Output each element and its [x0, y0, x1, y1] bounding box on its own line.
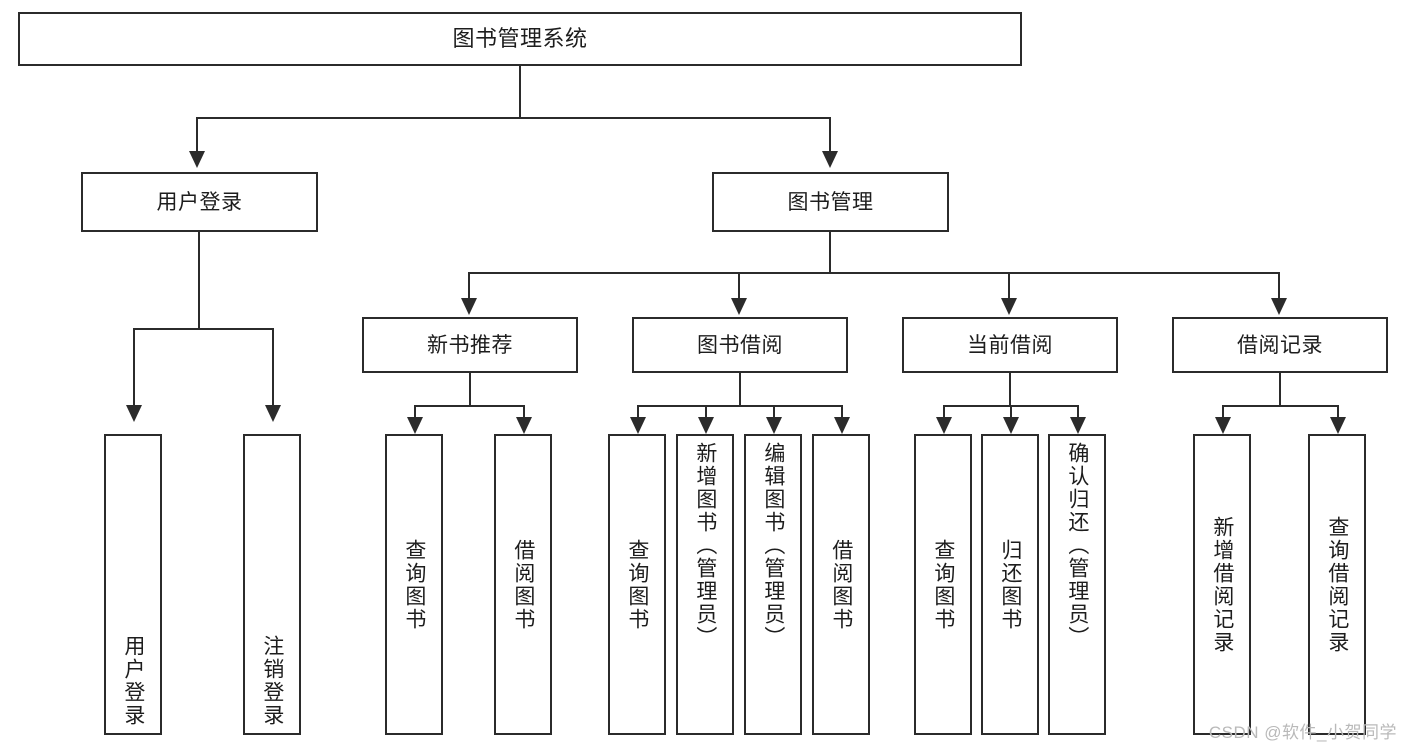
- leaf-book-borrow-edit[interactable]: 编辑图书（管理员）: [744, 434, 802, 735]
- arrow-book-mgmt-to-new-book: [461, 298, 477, 315]
- connector-new-book-bar: [414, 405, 525, 407]
- connector-current-borrow-stem: [1009, 373, 1011, 406]
- connector-user-login-left: [133, 328, 135, 407]
- arrow-new-book-leaf-2: [516, 417, 532, 434]
- connector-book-borrow-bar: [637, 405, 842, 407]
- leaf-book-borrow-borrow[interactable]: 借阅图书: [812, 434, 870, 735]
- connector-root-stem: [519, 66, 521, 118]
- node-label: 借阅图书: [829, 538, 853, 631]
- node-label: 编辑图书（管理员）: [761, 442, 785, 649]
- connector-current-borrow-c1: [943, 405, 945, 419]
- connector-user-login-bar: [133, 328, 274, 330]
- watermark-text: CSDN @软件_小贺同学: [1208, 723, 1397, 742]
- node-label: 当前借阅: [967, 333, 1053, 357]
- arrow-new-book-leaf-1: [407, 417, 423, 434]
- arrow-root-to-user-login: [189, 151, 205, 168]
- node-label: 新书推荐: [427, 333, 513, 357]
- node-borrow-records[interactable]: 借阅记录: [1172, 317, 1388, 373]
- connector-book-mgmt-c2: [738, 272, 740, 300]
- node-user-login[interactable]: 用户登录: [81, 172, 318, 232]
- node-label: 注销登录: [260, 635, 284, 727]
- leaf-current-borrow-confirm-return[interactable]: 确认归还（管理员）: [1048, 434, 1106, 735]
- node-label: 图书借阅: [697, 333, 783, 357]
- node-label: 借阅图书: [511, 538, 535, 631]
- arrow-borrow-records-leaf-2: [1330, 417, 1346, 434]
- arrow-book-borrow-leaf-4: [834, 417, 850, 434]
- arrow-root-to-book-mgmt: [822, 151, 838, 168]
- connector-new-book-l: [414, 405, 416, 419]
- node-label: 借阅记录: [1237, 333, 1323, 357]
- node-label: 确认归还（管理员）: [1065, 442, 1089, 649]
- arrow-book-borrow-leaf-1: [630, 417, 646, 434]
- node-label: 查询借阅记录: [1325, 515, 1349, 654]
- connector-root-bar: [196, 117, 831, 119]
- leaf-book-borrow-query[interactable]: 查询图书: [608, 434, 666, 735]
- node-label: 新增图书（管理员）: [693, 442, 717, 649]
- node-label: 查询图书: [625, 538, 649, 631]
- arrow-book-borrow-leaf-3: [766, 417, 782, 434]
- node-root-system[interactable]: 图书管理系统: [18, 12, 1022, 66]
- connector-root-to-book-mgmt: [829, 117, 831, 153]
- leaf-current-borrow-query[interactable]: 查询图书: [914, 434, 972, 735]
- connector-book-borrow-c3: [773, 405, 775, 419]
- arrow-current-borrow-leaf-3: [1070, 417, 1086, 434]
- connector-book-borrow-c1: [637, 405, 639, 419]
- leaf-borrow-records-query[interactable]: 查询借阅记录: [1308, 434, 1366, 735]
- connector-book-mgmt-c3: [1008, 272, 1010, 300]
- arrow-book-mgmt-to-current-borrow: [1001, 298, 1017, 315]
- connector-book-borrow-stem: [739, 373, 741, 406]
- leaf-current-borrow-return[interactable]: 归还图书: [981, 434, 1039, 735]
- connector-book-borrow-c2: [705, 405, 707, 419]
- leaf-user-login-logout[interactable]: 注销登录: [243, 434, 301, 735]
- leaf-borrow-records-add[interactable]: 新增借阅记录: [1193, 434, 1251, 735]
- node-book-borrow[interactable]: 图书借阅: [632, 317, 848, 373]
- leaf-new-book-borrow[interactable]: 借阅图书: [494, 434, 552, 735]
- node-label: 用户登录: [121, 635, 145, 727]
- connector-new-book-stem: [469, 373, 471, 406]
- leaf-user-login-login[interactable]: 用户登录: [104, 434, 162, 735]
- node-label: 新增借阅记录: [1210, 515, 1234, 654]
- arrow-user-login-leaf-1: [126, 405, 142, 422]
- node-label: 用户登录: [156, 190, 243, 214]
- connector-book-mgmt-stem: [829, 232, 831, 273]
- connector-book-mgmt-c4: [1278, 272, 1280, 300]
- leaf-new-book-query[interactable]: 查询图书: [385, 434, 443, 735]
- connector-borrow-records-r: [1337, 405, 1339, 419]
- node-label: 图书管理: [787, 190, 874, 214]
- connector-new-book-r: [523, 405, 525, 419]
- connector-book-mgmt-c1: [468, 272, 470, 300]
- node-new-book-recommend[interactable]: 新书推荐: [362, 317, 578, 373]
- node-label: 归还图书: [998, 538, 1022, 631]
- leaf-book-borrow-add[interactable]: 新增图书（管理员）: [676, 434, 734, 735]
- connector-current-borrow-c3: [1077, 405, 1079, 419]
- arrow-book-borrow-leaf-2: [698, 417, 714, 434]
- connector-current-borrow-c2: [1010, 405, 1012, 419]
- connector-borrow-records-bar: [1222, 405, 1338, 407]
- connector-book-mgmt-bar: [468, 272, 1279, 274]
- connector-root-to-user-login: [196, 117, 198, 153]
- arrow-book-mgmt-to-borrow-records: [1271, 298, 1287, 315]
- connector-user-login-stem: [198, 232, 200, 329]
- node-label: 查询图书: [931, 538, 955, 631]
- node-book-management[interactable]: 图书管理: [712, 172, 949, 232]
- arrow-borrow-records-leaf-1: [1215, 417, 1231, 434]
- arrow-book-mgmt-to-book-borrow: [731, 298, 747, 315]
- arrow-current-borrow-leaf-2: [1003, 417, 1019, 434]
- connector-borrow-records-l: [1222, 405, 1224, 419]
- node-current-borrow[interactable]: 当前借阅: [902, 317, 1118, 373]
- node-label: 图书管理系统: [452, 26, 588, 51]
- connector-book-borrow-c4: [841, 405, 843, 419]
- node-label: 查询图书: [402, 538, 426, 631]
- arrow-current-borrow-leaf-1: [936, 417, 952, 434]
- connector-user-login-right: [272, 328, 274, 407]
- connector-borrow-records-stem: [1279, 373, 1281, 406]
- arrow-user-login-leaf-2: [265, 405, 281, 422]
